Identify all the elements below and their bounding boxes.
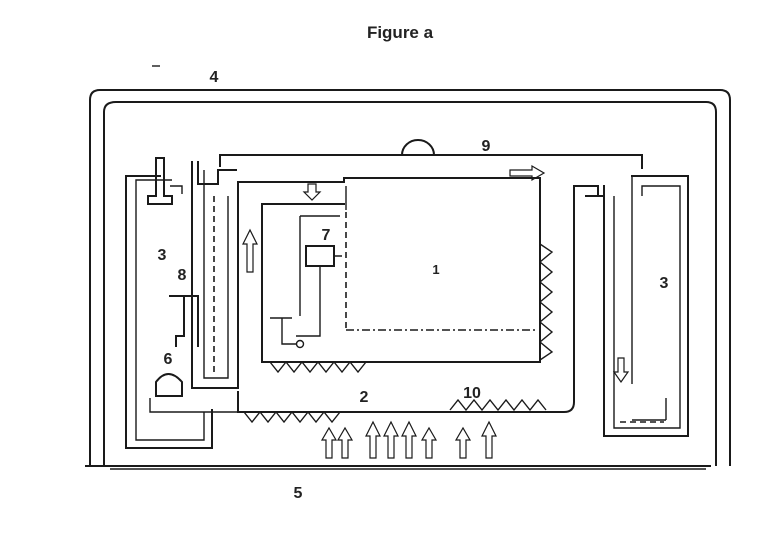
flow-arrow-down-right	[612, 357, 630, 384]
outer-enclosure	[89, 89, 731, 466]
riser-pipe-outer	[191, 161, 239, 389]
figure-title: Figure a	[367, 23, 434, 42]
fins-right	[538, 243, 554, 361]
lower-chamber	[237, 185, 587, 413]
label-5: 5	[294, 485, 303, 502]
air-arrow	[365, 420, 381, 459]
fins-bottom-vessel	[269, 360, 367, 374]
air-arrow	[320, 426, 338, 459]
label-8: 8	[178, 267, 187, 284]
air-arrow	[401, 420, 417, 459]
air-arrow	[481, 420, 497, 459]
label-9: 9	[482, 138, 491, 155]
label-6: 6	[164, 351, 173, 368]
top-dome	[400, 139, 436, 157]
right-tank	[603, 175, 689, 437]
component-6	[155, 373, 183, 397]
air-arrow	[454, 426, 472, 459]
label-1: 1	[432, 262, 439, 277]
air-arrow	[336, 426, 354, 459]
left-fitting	[147, 157, 173, 205]
label-3-right: 3	[660, 275, 669, 292]
flow-arrow-up-left	[242, 228, 258, 273]
inner-enclosure	[103, 101, 717, 466]
flow-arrow-right	[509, 164, 546, 182]
left-tank-inner	[135, 179, 205, 441]
top-rail	[219, 154, 643, 169]
component-7-stem	[270, 317, 296, 345]
right-tank-inner	[613, 185, 681, 429]
air-arrow	[420, 426, 438, 459]
valve-8	[169, 295, 199, 347]
right-inlet	[585, 185, 605, 197]
label-2: 2	[360, 389, 369, 406]
riser-top	[197, 161, 237, 185]
valve-circle	[295, 339, 305, 349]
fins-lower-left	[243, 410, 341, 424]
label-7: 7	[322, 227, 331, 244]
fins-10	[449, 398, 547, 412]
component-7-pipe	[296, 215, 342, 337]
air-inflow-arrows	[320, 420, 497, 459]
air-arrow	[383, 420, 399, 459]
main-vessel-outer	[237, 177, 541, 363]
component-7	[305, 245, 335, 267]
label-4: 4	[210, 69, 219, 86]
riser-pipe-inner	[203, 170, 229, 379]
left-fitting-2	[170, 185, 183, 194]
right-return	[631, 176, 667, 421]
label-3-left: 3	[158, 247, 167, 264]
left-tank	[125, 175, 213, 449]
flow-arrow-down-top	[302, 183, 322, 201]
label-10: 10	[463, 385, 481, 402]
